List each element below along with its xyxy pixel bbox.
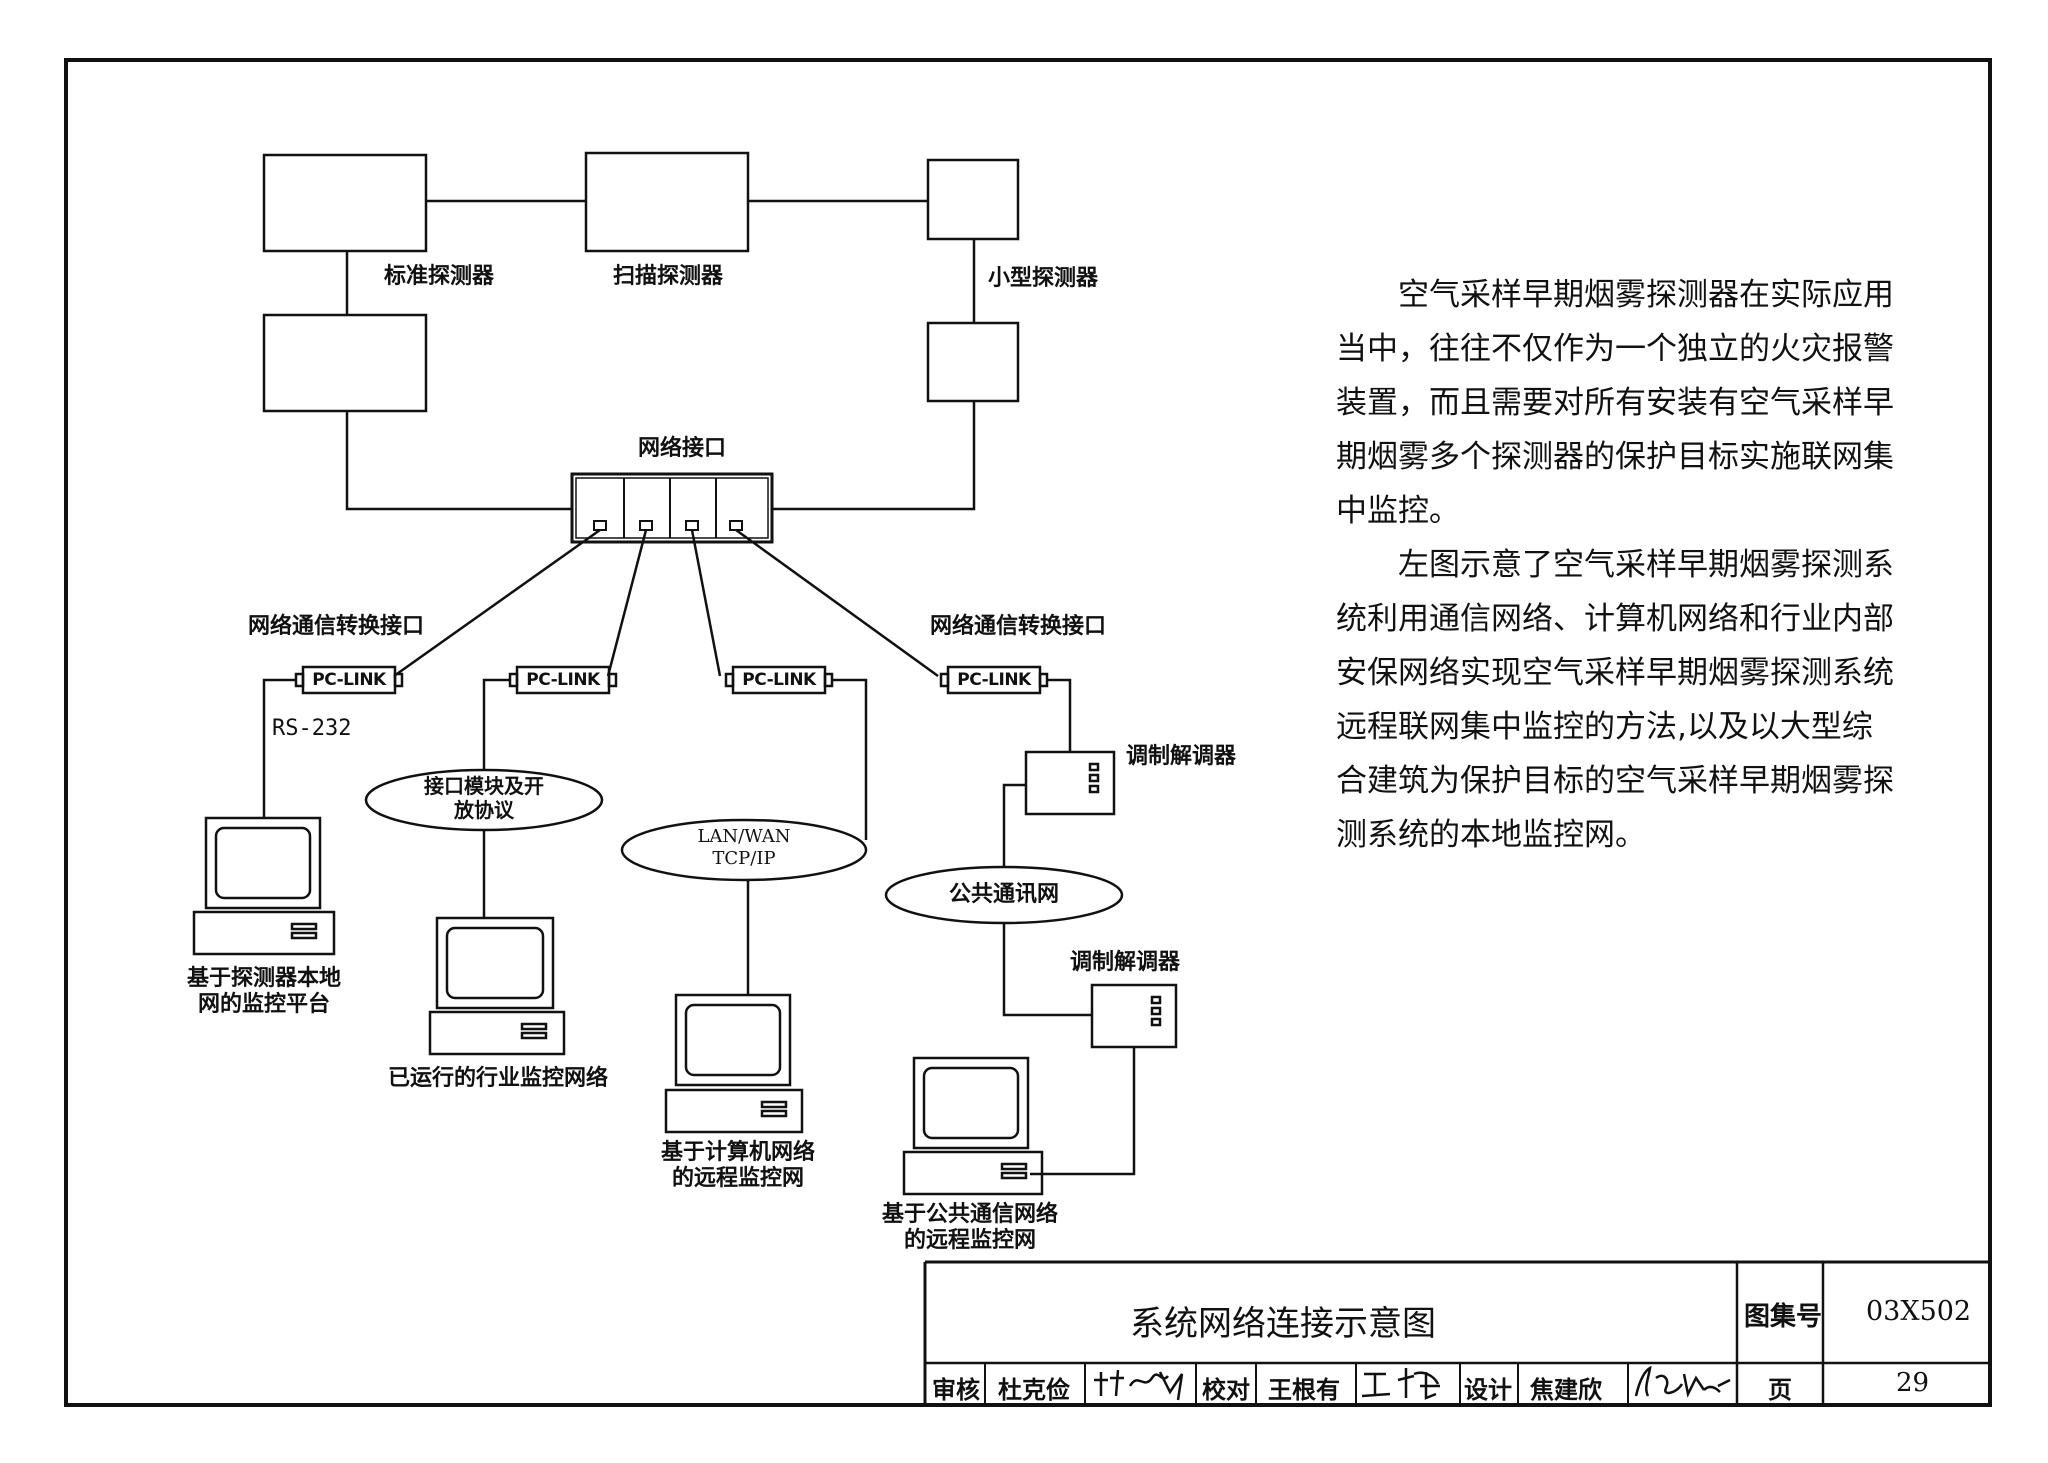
description: 空气采样早期烟雾探测器在实际应用当中，往往不仅作为一个独立的火灾报警装置，而且需…	[1336, 268, 1896, 862]
modem-bottom	[1090, 983, 1178, 1049]
description-paragraph-2: 左图示意了空气采样早期烟雾探测系统利用通信网络、计算机网络和行业内部安保网络实现…	[1336, 547, 1894, 853]
pc-industry-label: 已运行的行业监控网络	[388, 1066, 609, 1091]
reviewer-name: 杜克俭	[998, 1376, 1070, 1404]
converter-left-label: 网络通信转换接口	[248, 614, 425, 639]
checker-name: 王根有	[1268, 1376, 1340, 1404]
pc-public-line-1: 基于公共通信网络	[881, 1202, 1059, 1227]
ellipse-lan-line-1: LAN/WAN	[697, 826, 791, 847]
designer-name: 焦建欣	[1530, 1376, 1602, 1404]
ellipse-lan-wan	[620, 818, 868, 882]
scan-detector-label: 扫描探测器	[613, 264, 724, 289]
pc-local-line-2: 网的监控平台	[197, 992, 331, 1017]
pc-computer-label: 基于计算机网络 的远程监控网	[661, 1140, 815, 1192]
pc-public-label: 基于公共通信网络 的远程监控网	[882, 1202, 1058, 1254]
ellipse-interface-module	[364, 768, 604, 832]
ellipse-public-network	[884, 865, 1124, 925]
scan-detector	[584, 151, 750, 253]
network-interface-hub	[570, 472, 774, 544]
pc-local-line-1: 基于探测器本地	[186, 966, 342, 991]
review-label: 审核	[932, 1376, 980, 1404]
computer-public	[902, 1056, 1044, 1196]
ellipse-public-text: 公共通讯网	[948, 882, 1060, 907]
pc-computer-line-1: 基于计算机网络	[660, 1140, 816, 1165]
pclink-label-2: PC-LINK	[526, 670, 600, 690]
signature-reviewer	[1094, 1369, 1184, 1401]
standard-detector-2	[262, 313, 428, 413]
small-detector-label: 小型探测器	[988, 266, 1099, 291]
page-number: 29	[1896, 1368, 1930, 1398]
ellipse-lan-line-2: TCP/IP	[712, 848, 776, 869]
small-detector-1	[926, 158, 1020, 241]
ellipse-interface-line-1: 接口模块及开	[424, 774, 544, 798]
converter-right-label: 网络通信转换接口	[930, 614, 1107, 639]
pclink-label-3: PC-LINK	[742, 670, 816, 690]
standard-detector-1	[262, 153, 428, 253]
ellipse-lan-text: LAN/WAN TCP/IP	[697, 826, 790, 870]
pclink-label-1: PC-LINK	[312, 670, 386, 690]
small-detector-2	[926, 321, 1020, 403]
lower-wiring	[262, 678, 1136, 1176]
ellipse-interface-text: 接口模块及开 放协议	[424, 774, 544, 822]
description-paragraph-1: 空气采样早期烟雾探测器在实际应用当中，往往不仅作为一个独立的火灾报警装置，而且需…	[1336, 277, 1894, 529]
network-interface-label: 网络接口	[638, 436, 727, 461]
modem-bottom-label: 调制解调器	[1070, 950, 1181, 975]
pclink-label-4: PC-LINK	[957, 670, 1031, 690]
signature-designer	[1634, 1365, 1731, 1398]
computer-industry	[428, 916, 566, 1056]
check-label: 校对	[1202, 1376, 1250, 1404]
pc-computer-line-2: 的远程监控网	[671, 1166, 805, 1191]
detector-links	[345, 199, 976, 511]
computer-local	[192, 816, 336, 956]
ellipse-interface-line-2: 放协议	[454, 798, 514, 822]
standard-detector-label: 标准探测器	[384, 264, 495, 289]
atlas-number: 03X502	[1866, 1296, 1972, 1327]
computer-network	[664, 993, 804, 1134]
atlas-label: 图集号	[1744, 1302, 1823, 1332]
modem-top	[1024, 750, 1116, 816]
design-label: 设计	[1464, 1376, 1512, 1404]
pc-public-line-2: 的远程监控网	[903, 1228, 1037, 1253]
signature-checker	[1361, 1368, 1440, 1400]
drawing-frame	[64, 58, 1992, 1407]
modem-top-label: 调制解调器	[1126, 744, 1237, 769]
page-label: 页	[1768, 1376, 1792, 1404]
rs232-label: RS-232	[272, 716, 352, 741]
pc-local-label: 基于探测器本地 网的监控平台	[187, 966, 341, 1018]
title-block-grid	[923, 1260, 1990, 1405]
hub-cables	[393, 528, 939, 678]
drawing-title: 系统网络连接示意图	[1130, 1304, 1436, 1344]
